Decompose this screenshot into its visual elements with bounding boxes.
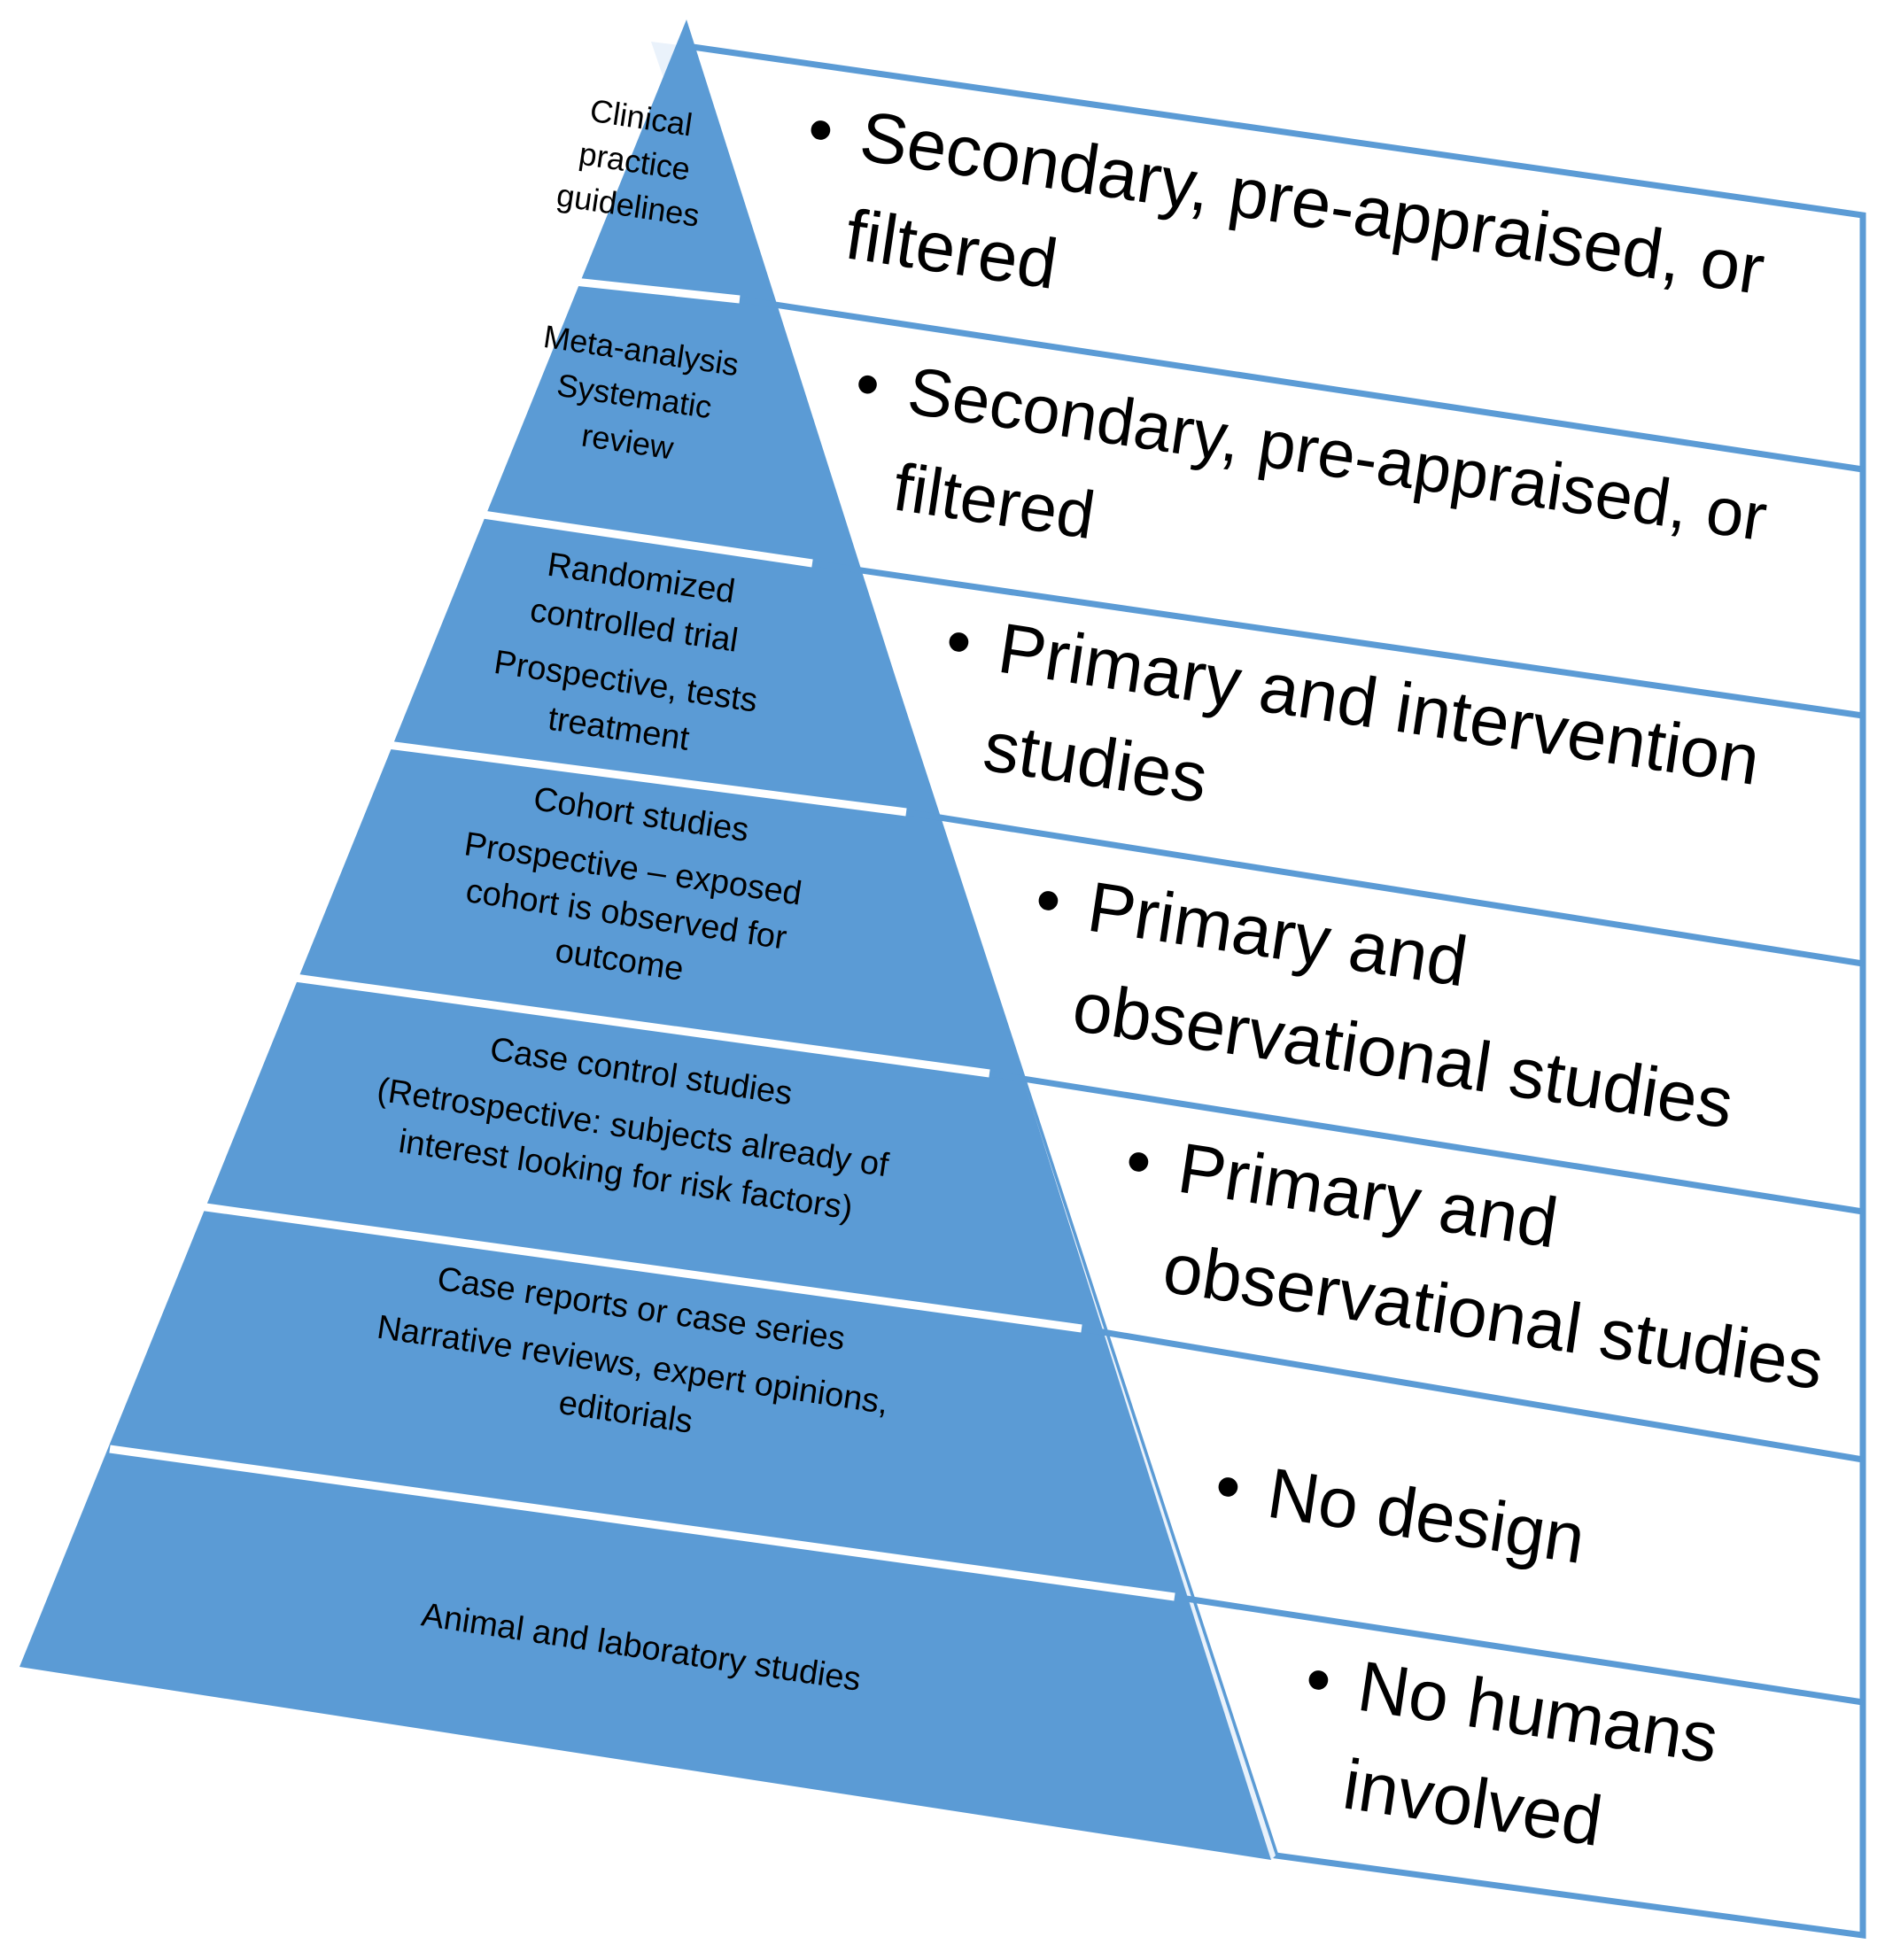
tier-separator (294, 973, 990, 1078)
tier-separator (565, 276, 741, 304)
tier-separator (109, 1445, 1175, 1601)
description-panel-outline (681, 42, 1866, 1940)
panel-divider (905, 809, 1864, 967)
panel-divider (1081, 1325, 1864, 1463)
tier-separator (464, 507, 813, 568)
panel-divider (811, 560, 1864, 719)
panel-divider (989, 1070, 1864, 1215)
panel-divider (1174, 1593, 1864, 1706)
panel-dividers (739, 296, 1864, 1706)
panel-divider (739, 296, 1864, 473)
pyramid (19, 19, 1271, 1860)
tier-separator (198, 1202, 1082, 1333)
pyramid-separators (109, 276, 1175, 1601)
tier-separator (380, 740, 907, 817)
